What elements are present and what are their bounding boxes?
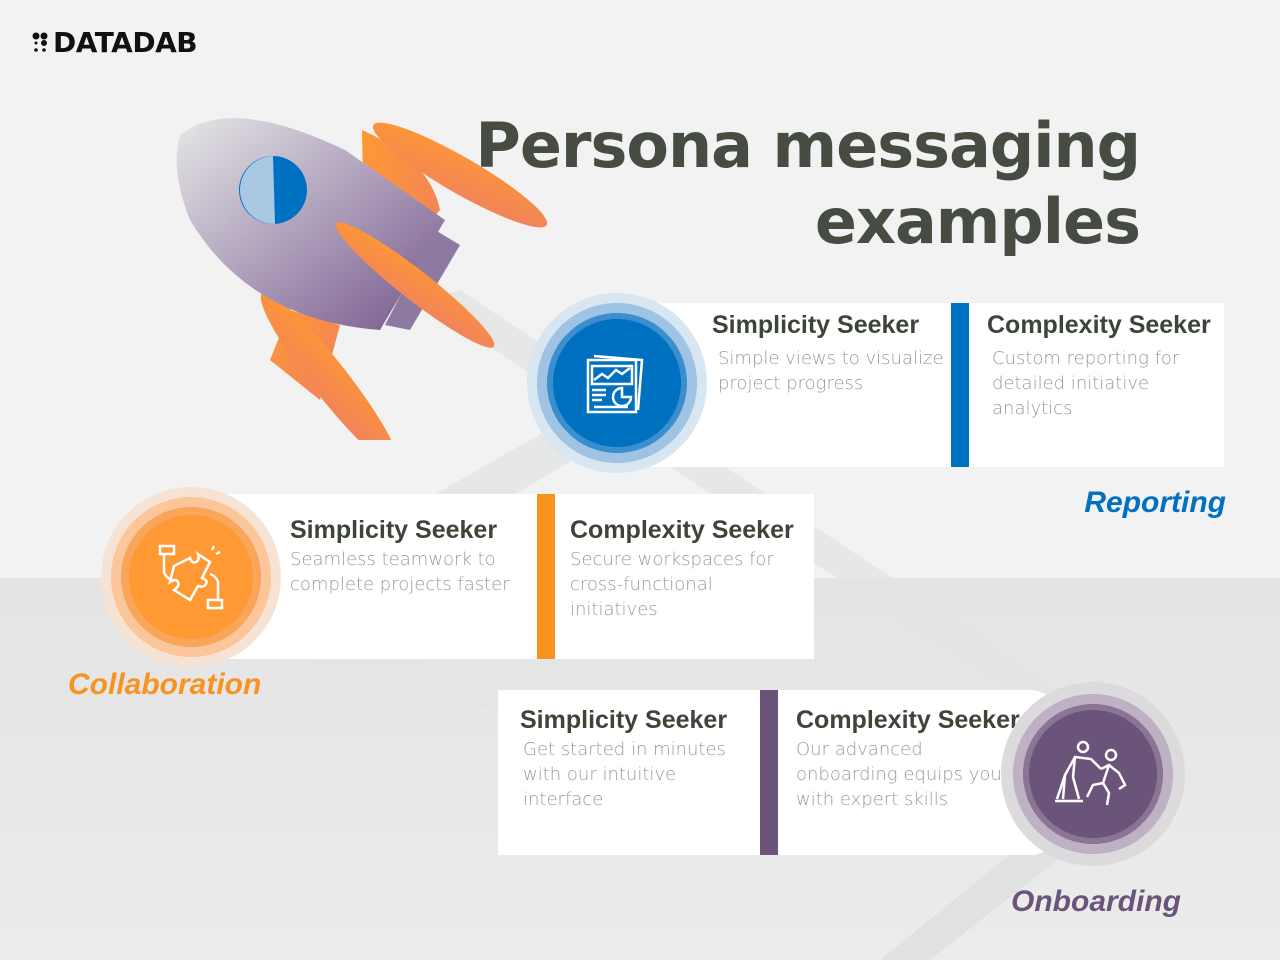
page-title: Persona messaging examples — [475, 108, 1141, 260]
puzzle-hands-icon — [158, 544, 224, 610]
collaboration-simplicity: Simplicity Seeker Seamless teamwork to c… — [290, 516, 530, 597]
simplicity-text: Get started in minutes with our intuitiv… — [523, 739, 726, 810]
complexity-title: Complexity Seeker — [987, 311, 1211, 339]
reporting-simplicity: Simplicity Seeker Simple views to visual… — [712, 311, 952, 396]
simplicity-title: Simplicity Seeker — [712, 311, 920, 339]
simplicity-title: Simplicity Seeker — [290, 516, 498, 544]
onboarding-simplicity: Simplicity Seeker Get started in minutes… — [520, 706, 760, 812]
simplicity-text: Simple views to visualize project progre… — [718, 348, 944, 394]
complexity-title: Complexity Seeker — [796, 706, 1020, 734]
complexity-text: Custom reporting for detailed initiative… — [992, 348, 1180, 419]
onboarding-complexity: Complexity Seeker Our advanced onboardin… — [796, 706, 1036, 812]
title-line-1: Persona messaging — [475, 109, 1141, 182]
collaboration-complexity: Complexity Seeker Secure workspaces for … — [570, 516, 810, 622]
complexity-text: Secure workspaces for cross-functional i… — [570, 549, 774, 620]
simplicity-title: Simplicity Seeker — [520, 706, 728, 734]
title-line-2: examples — [814, 185, 1141, 258]
onboarding-divider — [760, 690, 778, 855]
logo-text: DATADAB — [53, 26, 198, 59]
collaboration-icon-circle — [101, 487, 281, 667]
reporting-divider — [951, 303, 969, 467]
simplicity-text: Seamless teamwork to complete projects f… — [290, 549, 510, 595]
logo: DATADAB — [32, 26, 198, 59]
reporting-icon-circle — [527, 293, 707, 473]
section-label-onboarding: Onboarding — [1011, 885, 1181, 918]
complexity-title: Complexity Seeker — [570, 516, 794, 544]
report-document-icon — [586, 354, 644, 414]
section-label-collaboration: Collaboration — [68, 668, 262, 701]
complexity-text: Our advanced onboarding equips you with … — [796, 739, 1002, 810]
helping-climb-icon — [1055, 740, 1127, 806]
collaboration-card: Simplicity Seeker Seamless teamwork to c… — [220, 494, 814, 659]
reporting-card: Simplicity Seeker Simple views to visual… — [640, 303, 1224, 467]
onboarding-card: Simplicity Seeker Get started in minutes… — [498, 690, 1060, 855]
collaboration-divider — [537, 494, 555, 659]
rocket-illustration — [176, 118, 548, 440]
reporting-complexity: Complexity Seeker Custom reporting for d… — [987, 311, 1222, 421]
logo-dots-icon — [32, 32, 48, 52]
section-label-reporting: Reporting — [1084, 486, 1226, 519]
onboarding-icon-circle — [1001, 682, 1185, 866]
